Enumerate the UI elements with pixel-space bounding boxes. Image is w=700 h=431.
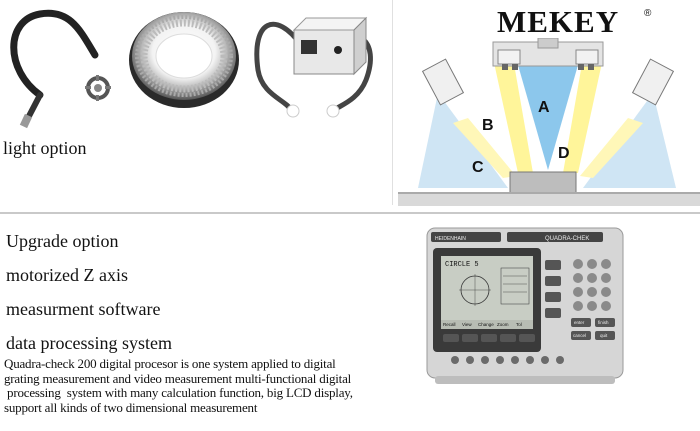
softkey-view: View bbox=[462, 322, 472, 327]
registered-mark: ® bbox=[644, 8, 652, 19]
device-key-enter: enter bbox=[574, 320, 585, 325]
screen-title: CIRCLE 5 bbox=[445, 261, 479, 269]
light-option-caption: light option bbox=[3, 138, 87, 158]
softkey-recall: Recall bbox=[443, 322, 456, 327]
softkey-zoom: Zoom bbox=[497, 322, 509, 327]
beam-label-d: D bbox=[558, 145, 570, 162]
beam-label-c: C bbox=[472, 159, 484, 176]
softkey-tol: Tol bbox=[516, 322, 522, 327]
upgrade-description: Quadra-check 200 digital procesor is one… bbox=[4, 356, 409, 415]
device-model-label: QUADRA-CHEK bbox=[545, 236, 589, 242]
quadra-chek-device-image: HEIDENHAIN QUADRA-CHEK CIRCLE 5 Recall V… bbox=[425, 226, 625, 386]
device-key-finish: finish bbox=[598, 320, 609, 325]
upgrade-item-motorized-z: motorized Z axis bbox=[6, 265, 128, 285]
beam-label-a: A bbox=[538, 99, 550, 116]
device-key-cancel: cancel bbox=[573, 333, 586, 338]
device-maker-label: HEIDENHAIN bbox=[435, 236, 466, 242]
upgrade-item-data-processing: data processing system bbox=[6, 333, 172, 353]
fiber-optic-gooseneck-image bbox=[0, 0, 120, 130]
description-line: support all kinds of two dimensional mea… bbox=[4, 399, 258, 415]
description-line: Quadra-check 200 digital procesor is one… bbox=[4, 356, 336, 371]
device-key-quit: quit bbox=[600, 333, 608, 338]
brand-logo: MEKEY bbox=[497, 4, 620, 39]
description-line: processing system with many calculation … bbox=[4, 385, 353, 400]
vertical-divider bbox=[392, 0, 393, 205]
section-divider bbox=[0, 212, 700, 214]
softkey-change: Change bbox=[478, 322, 494, 327]
halogen-light-source-image bbox=[246, 0, 391, 130]
illumination-diagram: A B C D bbox=[398, 37, 700, 206]
description-line: grating measurement and video measuremen… bbox=[4, 370, 352, 386]
upgrade-heading: Upgrade option bbox=[6, 231, 119, 251]
led-ring-light-image bbox=[122, 0, 242, 130]
beam-label-b: B bbox=[482, 117, 494, 134]
upgrade-item-software: measurment software bbox=[6, 299, 161, 319]
